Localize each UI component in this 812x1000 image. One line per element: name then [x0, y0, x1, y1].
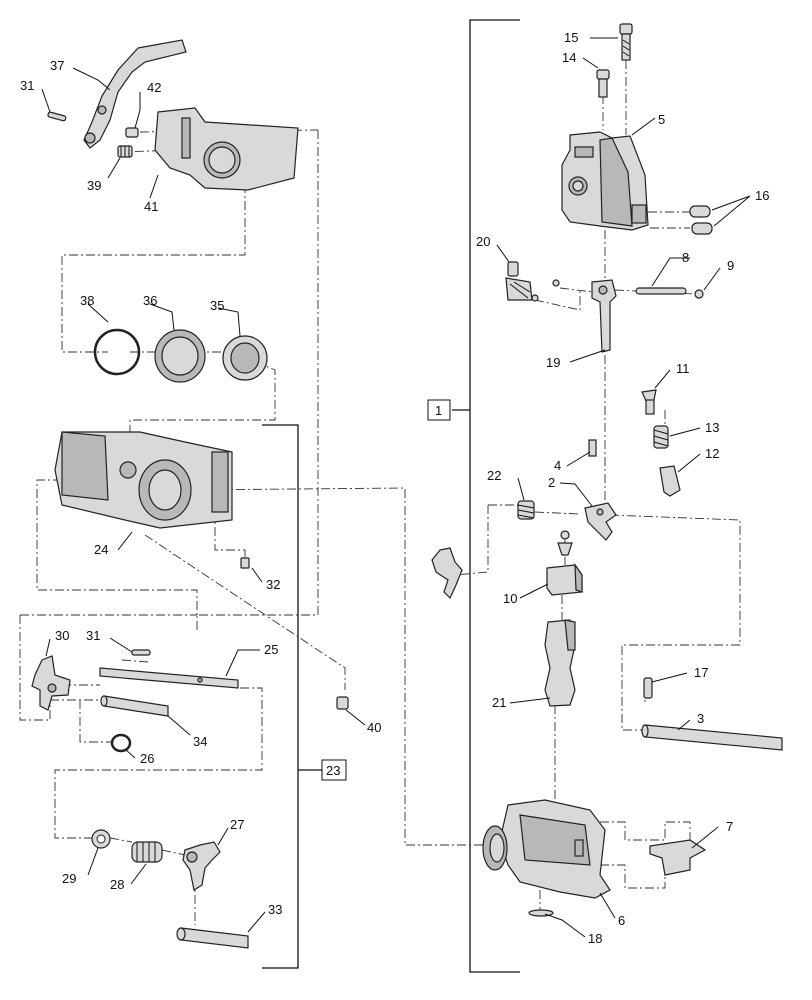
part-32-screw — [240, 557, 250, 569]
callout-29: 29 — [62, 871, 76, 886]
callout-20: 20 — [476, 234, 490, 249]
callout-14: 14 — [562, 50, 576, 65]
part-arm-link — [431, 547, 463, 600]
part-34-sleeve — [100, 695, 169, 717]
callout-9: 9 — [727, 258, 734, 273]
part-31-pin-upper — [47, 111, 67, 122]
part-33-pin — [176, 927, 249, 949]
callout-3: 3 — [697, 711, 704, 726]
part-39-spring — [117, 145, 133, 158]
callout-34: 34 — [193, 734, 207, 749]
callout-32: 32 — [266, 577, 280, 592]
part-14-bolt — [596, 69, 610, 98]
callout-6: 6 — [618, 913, 625, 928]
part-38-snap-ring — [93, 328, 141, 376]
callout-25: 25 — [264, 642, 278, 657]
callout-13: 13 — [705, 420, 719, 435]
part-37-handle — [83, 39, 187, 149]
callout-22: 22 — [487, 468, 501, 483]
part-3-shaft — [641, 724, 783, 751]
callout-1: 1 — [435, 403, 442, 418]
part-21-hook-shaft — [544, 619, 576, 707]
assembly-bracket-1 — [452, 19, 520, 973]
callout-labels: 15 14 5 16 20 8 9 19 11 13 12 4 22 2 10 … — [20, 30, 769, 946]
part-valve-small — [557, 530, 573, 556]
callout-4: 4 — [554, 458, 561, 473]
callout-39: 39 — [87, 178, 101, 193]
part-17-pin — [643, 677, 653, 699]
part-36-bearing — [154, 329, 206, 383]
callout-41: 41 — [144, 199, 158, 214]
part-30-lever — [31, 655, 71, 711]
part-12-pin — [659, 465, 681, 497]
callout-16: 16 — [755, 188, 769, 203]
callout-24: 24 — [94, 542, 108, 557]
callout-23-box — [321, 759, 347, 781]
part-24-main-housing — [54, 431, 233, 529]
callout-8: 8 — [682, 250, 689, 265]
callout-36: 36 — [143, 293, 157, 308]
callout-12: 12 — [705, 446, 719, 461]
callout-38: 38 — [80, 293, 94, 308]
part-6-hook-body — [482, 799, 611, 899]
callout-30: 30 — [55, 628, 69, 643]
part-27-lever — [182, 841, 221, 891]
callout-19: 19 — [546, 355, 560, 370]
part-31-pin-lower — [131, 649, 151, 656]
callout-21: 21 — [492, 695, 506, 710]
part-41-cover-plate — [154, 107, 299, 191]
callout-5: 5 — [658, 112, 665, 127]
part-8-pin — [635, 287, 687, 295]
callout-31-lower: 31 — [86, 628, 100, 643]
callout-11: 11 — [676, 361, 690, 376]
callout-26: 26 — [140, 751, 154, 766]
callout-28: 28 — [110, 877, 124, 892]
part-4-pin — [588, 439, 597, 457]
callout-35: 35 — [210, 298, 224, 313]
part-2-latch — [584, 502, 617, 541]
callout-40: 40 — [367, 720, 381, 735]
callout-18: 18 — [588, 931, 602, 946]
callout-37: 37 — [50, 58, 64, 73]
part-42-screw — [125, 127, 139, 138]
part-29-washer — [91, 829, 111, 849]
part-25-shaft — [99, 667, 239, 689]
callout-15: 15 — [564, 30, 578, 45]
part-11-screw — [641, 389, 657, 415]
part-washer-small — [552, 279, 560, 287]
part-9-clip — [694, 289, 704, 299]
callout-1-box — [427, 399, 451, 421]
callout-42: 42 — [147, 80, 161, 95]
part-26-ring — [110, 733, 132, 753]
part-20-plunger — [505, 261, 539, 302]
callout-7: 7 — [726, 819, 733, 834]
callout-27: 27 — [230, 817, 244, 832]
callout-2: 2 — [548, 475, 555, 490]
callout-17: 17 — [694, 665, 708, 680]
part-15-bolt — [619, 23, 633, 61]
part-16-plugs — [689, 205, 713, 235]
callout-23: 23 — [326, 763, 340, 778]
part-35-bushing — [222, 335, 268, 381]
part-19-lever — [591, 279, 617, 353]
callout-10: 10 — [503, 591, 517, 606]
part-5-upper-housing — [561, 131, 649, 231]
part-40-nut — [336, 696, 349, 710]
callout-33: 33 — [268, 902, 282, 917]
part-7-cap — [649, 839, 707, 876]
part-28-spring — [131, 841, 163, 863]
part-13-spring — [653, 425, 669, 449]
assembly-bracket-23 — [262, 424, 322, 969]
callout-31-upper: 31 — [20, 78, 34, 93]
part-10-block — [546, 562, 583, 596]
part-22-spring — [517, 500, 535, 520]
leader-lines — [41, 37, 751, 938]
